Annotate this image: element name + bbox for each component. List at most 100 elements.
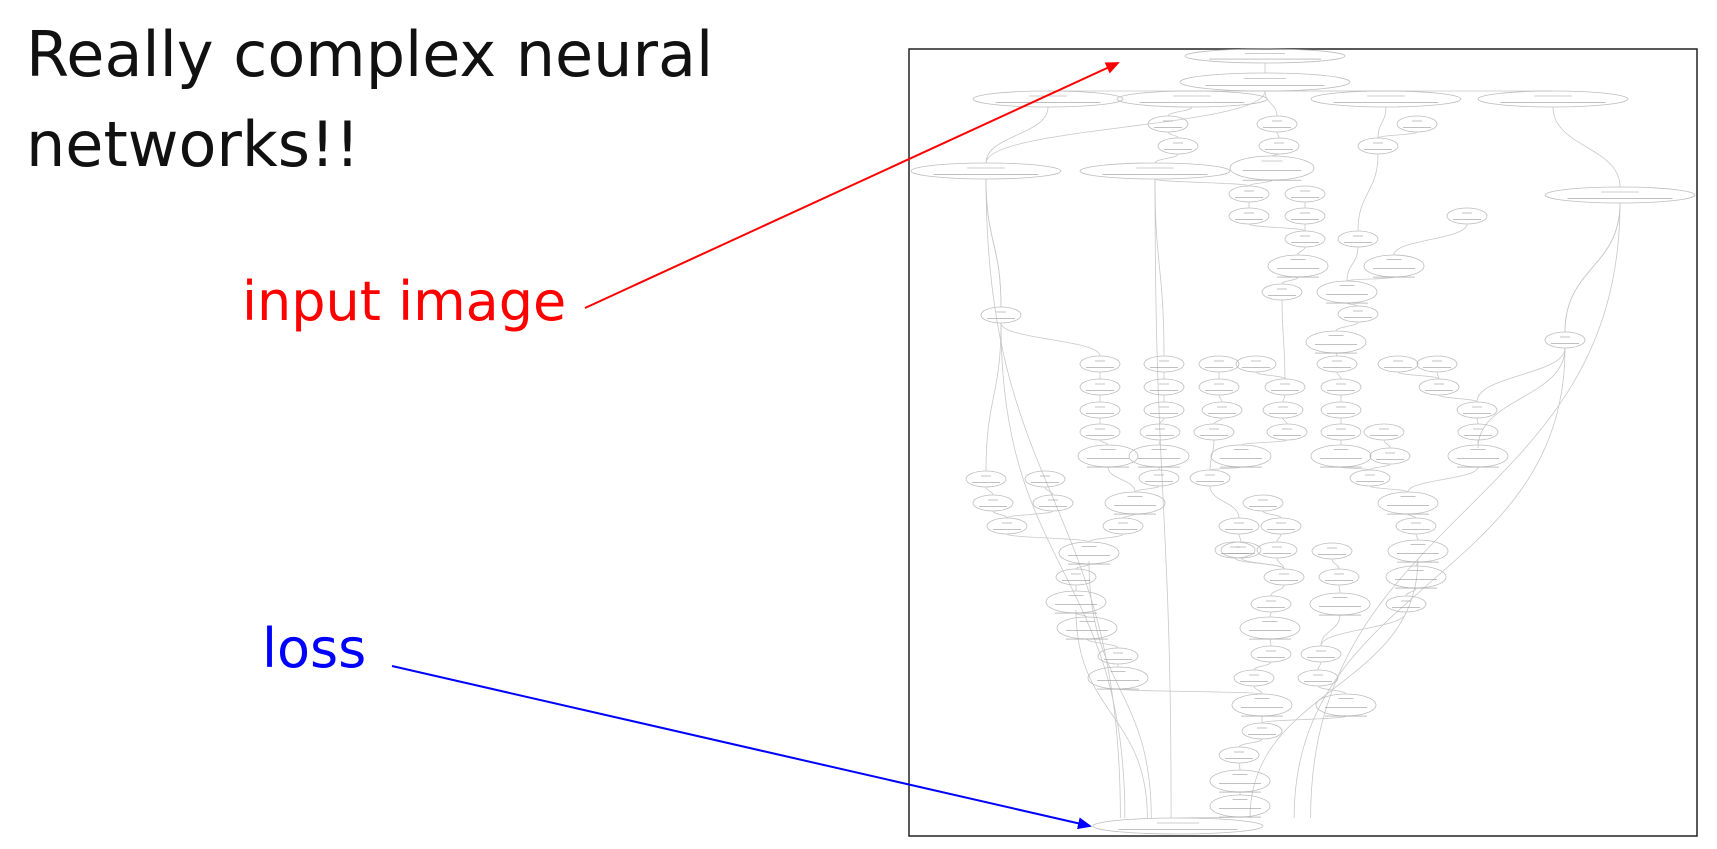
- graph-edge: [1238, 738, 1263, 748]
- graph-node: [1024, 470, 1066, 488]
- graph-edge: [1564, 202, 1621, 333]
- graph-edge: [1346, 276, 1395, 282]
- graph-node: [1184, 48, 1346, 64]
- graph-edge: [1154, 178, 1165, 357]
- graph-node: [1218, 746, 1260, 764]
- graph-node: [980, 306, 1022, 324]
- graph-node: [1256, 115, 1298, 133]
- graph-edge: [1407, 513, 1417, 519]
- graph-edge: [992, 510, 1008, 519]
- graph-edge: [1281, 299, 1286, 380]
- graph-node: [1143, 378, 1185, 396]
- slide-title-line-1: Really complex neural: [26, 18, 714, 91]
- graph-node: [1138, 469, 1180, 487]
- graph-node: [1337, 230, 1379, 248]
- graph-node: [1262, 401, 1304, 419]
- graph-node: [1242, 494, 1284, 512]
- graph-node: [1198, 378, 1240, 396]
- graph-node: [1264, 378, 1306, 396]
- graph-node: [1116, 90, 1268, 108]
- graph-edge: [1405, 587, 1417, 597]
- graph-edge: [1209, 439, 1215, 471]
- graph-edge: [1317, 661, 1322, 671]
- graph-edge: [1264, 90, 1278, 117]
- graph-edge: [1282, 417, 1288, 425]
- graph-edge: [1086, 638, 1119, 649]
- graph-node: [1284, 207, 1326, 225]
- graph-node: [1201, 401, 1243, 419]
- graph-edge: [1269, 611, 1272, 618]
- graph-node: [1395, 517, 1437, 535]
- graph-node: [1214, 541, 1256, 559]
- graph-node: [1418, 378, 1460, 396]
- graph-edge: [1393, 223, 1468, 256]
- graph-edge: [985, 322, 1002, 472]
- graph-node: [1446, 207, 1488, 225]
- graph-edge: [1088, 533, 1124, 543]
- graph-edge: [1134, 485, 1160, 493]
- graph-node: [910, 162, 1062, 180]
- graph-edge: [1253, 661, 1272, 671]
- graph-edge: [1281, 276, 1299, 285]
- graph-nodes: [910, 48, 1696, 835]
- graph-edge: [1122, 513, 1136, 519]
- graph-edge: [1346, 246, 1359, 282]
- graph-edge: [985, 178, 1002, 308]
- graph-edge: [1336, 371, 1342, 380]
- graph-edge: [1262, 510, 1282, 519]
- graph-node: [1228, 207, 1270, 225]
- graph-edge: [1075, 609, 1148, 819]
- graph-edge: [1213, 417, 1223, 425]
- graph-node: [1316, 355, 1358, 373]
- graph-edge: [1218, 394, 1223, 403]
- graph-node: [1337, 305, 1379, 323]
- graph-edge: [1255, 371, 1286, 380]
- graph-node: [1320, 378, 1362, 396]
- graph-edge: [1476, 347, 1566, 403]
- graph-node: [1357, 137, 1399, 155]
- graph-edge: [1335, 321, 1359, 332]
- graph-edge: [985, 90, 1266, 164]
- graph-node: [1143, 401, 1185, 419]
- graph-node: [1456, 401, 1498, 419]
- input-image-arrow: [584, 62, 1120, 309]
- graph-node: [1157, 137, 1199, 155]
- graph-node: [1320, 401, 1362, 419]
- graph-edge: [1297, 246, 1306, 256]
- graph-node: [1544, 331, 1586, 349]
- graph-edge: [1088, 560, 1152, 819]
- graph-node: [1079, 423, 1121, 441]
- graph-node: [1320, 423, 1362, 441]
- graph-node: [1218, 517, 1260, 535]
- graph-node: [1256, 541, 1298, 559]
- graph-node: [986, 517, 1028, 535]
- graph-edge: [1338, 584, 1341, 594]
- graph-node: [1143, 355, 1185, 373]
- graph-node: [1189, 469, 1231, 487]
- graph-edge: [1383, 439, 1391, 449]
- graph-node: [1092, 817, 1264, 835]
- input-image-label: input image: [242, 270, 567, 333]
- graph-node: [1055, 568, 1097, 586]
- graph-edge: [1320, 611, 1407, 647]
- graph-node: [1284, 230, 1326, 248]
- graph-edge: [1282, 394, 1286, 403]
- graph-node: [1544, 186, 1696, 204]
- graph-node: [1193, 423, 1235, 441]
- graph-node: [1396, 115, 1438, 133]
- graph-edge: [1238, 533, 1242, 543]
- graph-edge: [985, 486, 994, 496]
- graph-node: [1179, 72, 1351, 92]
- graph-node: [972, 494, 1014, 512]
- graph-edge: [1261, 715, 1347, 724]
- graph-node: [1477, 90, 1629, 108]
- graph-node: [1369, 447, 1411, 465]
- graph-edge: [1000, 322, 1126, 819]
- graph-node: [972, 90, 1124, 108]
- graph-edge: [1234, 557, 1285, 570]
- graph-node: [1260, 517, 1302, 535]
- graph-edge: [1369, 485, 1409, 493]
- graph-edge: [1415, 533, 1419, 541]
- graph-edge: [1369, 463, 1391, 471]
- graph-node: [1147, 115, 1189, 133]
